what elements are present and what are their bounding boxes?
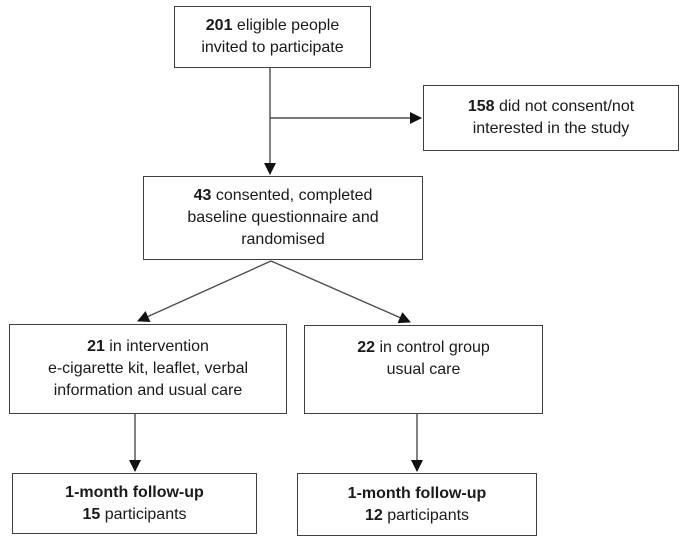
randomised-line1: 43 consented, completed bbox=[194, 185, 373, 207]
control-text: in control group bbox=[375, 339, 490, 356]
box-followup-intervention: 1-month follow-up 15 participants bbox=[12, 473, 257, 534]
randomised-text: consented, completed bbox=[211, 187, 373, 204]
box-followup-control: 1-month follow-up 12 participants bbox=[297, 473, 537, 536]
followup-intervention-count: 15 bbox=[82, 505, 101, 523]
declined-count: 158 bbox=[467, 98, 495, 115]
box-randomised: 43 consented, completed baseline questio… bbox=[143, 176, 423, 260]
control-count: 22 bbox=[357, 339, 376, 356]
box-intervention-group: 21 in intervention e-cigarette kit, leaf… bbox=[9, 324, 287, 414]
control-line2: usual care bbox=[386, 361, 461, 378]
randomised-line3: randomised bbox=[241, 231, 325, 248]
declined-line2: interested in the study bbox=[472, 120, 630, 137]
declined-line1: 158 did not consent/not bbox=[468, 96, 634, 118]
invited-count: 201 bbox=[205, 17, 233, 34]
invited-text: eligible people bbox=[232, 17, 340, 34]
control-line1: 22 in control group bbox=[357, 337, 490, 359]
box-declined: 158 did not consent/not interested in th… bbox=[423, 85, 679, 151]
connector-randomised-to-control bbox=[270, 260, 411, 324]
invited-line1: 201 eligible people bbox=[206, 15, 339, 37]
declined-text: did not consent/not bbox=[494, 98, 635, 115]
randomised-line2: baseline questionnaire and bbox=[187, 209, 379, 226]
connector-randomised-to-intervention bbox=[137, 260, 272, 322]
intervention-text: in intervention bbox=[104, 338, 209, 355]
followup-control-text: participants bbox=[382, 506, 470, 524]
intervention-line3: information and usual care bbox=[53, 382, 243, 399]
followup-control-heading: 1-month follow-up bbox=[347, 484, 487, 502]
followup-control-count: 12 bbox=[364, 506, 383, 524]
intervention-line1: 21 in intervention bbox=[87, 336, 209, 358]
intervention-count: 21 bbox=[87, 338, 105, 355]
intervention-line2: e-cigarette kit, leaflet, verbal bbox=[47, 360, 249, 377]
followup-control-line2: 12 participants bbox=[365, 505, 469, 527]
box-control-group: 22 in control group usual care bbox=[304, 325, 543, 414]
box-invited: 201 eligible people invited to participa… bbox=[174, 6, 371, 68]
randomised-count: 43 bbox=[193, 187, 212, 204]
invited-line2: invited to participate bbox=[201, 39, 344, 56]
followup-intervention-line2: 15 participants bbox=[82, 504, 186, 526]
followup-intervention-heading: 1-month follow-up bbox=[65, 483, 204, 501]
followup-intervention-text: participants bbox=[100, 505, 187, 523]
